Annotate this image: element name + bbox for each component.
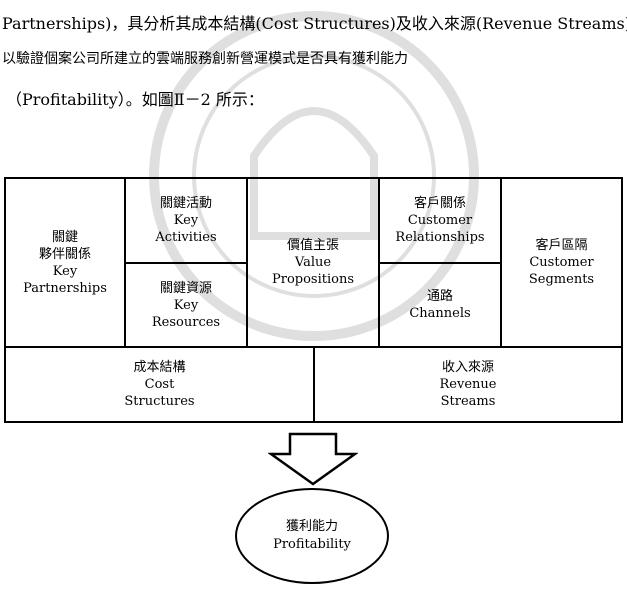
key-resources-box: 關鍵資源 Key Resources (124, 262, 248, 348)
customer-relationships-zh: 客戶關係 (413, 196, 466, 211)
key-resources-en: Key (173, 297, 199, 313)
cost-structures-box: 成本結構 Cost Structures (4, 346, 315, 423)
value-propositions-en: Value (294, 255, 332, 270)
customer-segments-box: 客戶區隔 Customer Segments (500, 177, 623, 348)
channels-box: 通路 Channels (378, 262, 502, 348)
revenue-streams-en2: Streams (440, 394, 496, 409)
paragraph-line-3: （Profitability）。如圖Ⅱ－2 所示： (6, 90, 264, 109)
down-arrow-icon (268, 432, 358, 486)
profitability-ellipse: 獲利能力 Profitability (235, 488, 389, 584)
channels-en: Channels (409, 306, 471, 321)
profitability-zh: 獲利能力 (285, 519, 338, 534)
profitability-en: Profitability (273, 537, 351, 552)
paragraph-line-2: 以驗證個案公司所建立的雲端服務創新營運模式是否具有獲利能力 (2, 51, 408, 67)
value-propositions-box: 價值主張 Value Propositions (246, 177, 380, 348)
paragraph-line-1: Partnerships)，具分析其成本結構(Cost Structures)及… (2, 14, 627, 33)
key-resources-zh: 關鍵資源 (159, 280, 212, 296)
key-resources-en2: Resources (151, 314, 221, 330)
customer-segments-zh: 客戶區隔 (535, 238, 588, 253)
customer-relationships-box: 客戶關係 Customer Relationships (378, 177, 502, 264)
key-partnerships-en2: Partnerships (23, 280, 107, 296)
key-partnerships-box: 關鍵 夥伴關係 Key Partnerships (4, 177, 126, 348)
key-activities-box: 關鍵活動 Key Activities (124, 177, 248, 264)
key-partnerships-zh2: 夥伴關係 (38, 246, 91, 262)
key-activities-en: Key (173, 213, 199, 228)
value-propositions-zh: 價值主張 (286, 238, 339, 253)
value-propositions-en2: Propositions (271, 272, 355, 287)
customer-relationships-en2: Relationships (395, 230, 485, 245)
customer-relationships-en: Customer (407, 213, 473, 228)
cost-structures-en: Cost (144, 377, 175, 392)
revenue-streams-box: 收入來源 Revenue Streams (313, 346, 623, 423)
cost-structures-zh: 成本結構 (133, 360, 186, 375)
key-activities-en2: Activities (155, 230, 217, 245)
key-partnerships-zh: 關鍵 (51, 229, 78, 245)
key-activities-zh: 關鍵活動 (159, 196, 212, 211)
customer-segments-en: Customer (529, 255, 594, 270)
cost-structures-en2: Structures (124, 394, 195, 409)
channels-zh: 通路 (426, 289, 453, 304)
customer-segments-en2: Segments (528, 272, 595, 287)
key-partnerships-en: Key (52, 263, 78, 279)
revenue-streams-en: Revenue (439, 377, 497, 392)
revenue-streams-zh: 收入來源 (441, 360, 494, 375)
